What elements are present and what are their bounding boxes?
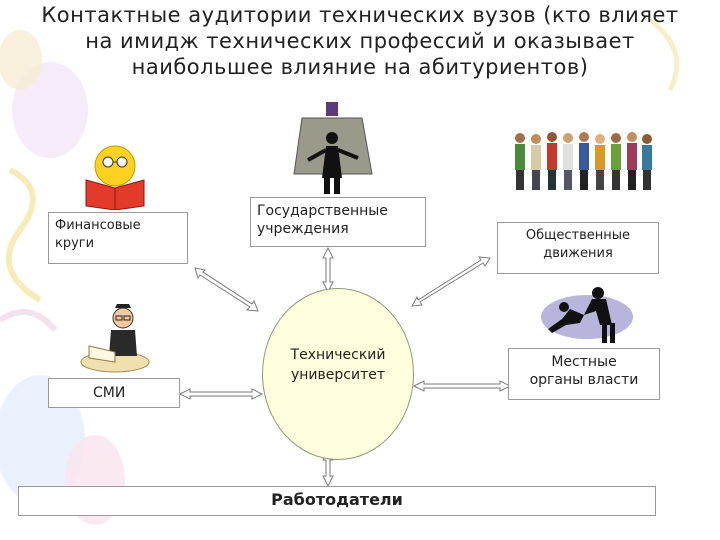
page-title: Контактные аудитории технических вузов (… bbox=[41, 3, 679, 79]
node-government: Государственные учреждения bbox=[250, 197, 426, 247]
reader-with-book-icon bbox=[80, 304, 150, 373]
node-finance: Финансовые круги bbox=[48, 212, 188, 264]
speaker-podium-icon bbox=[293, 102, 373, 194]
reading-smiley-icon bbox=[85, 145, 145, 210]
node-local: Местные органы власти bbox=[508, 348, 660, 400]
node-media: СМИ bbox=[48, 378, 180, 408]
node-public: Общественные движения bbox=[497, 222, 659, 274]
node-employers: Работодатели bbox=[18, 486, 656, 516]
center-node-university: Технический университет bbox=[262, 288, 414, 460]
people-group-icon bbox=[515, 132, 652, 190]
negotiation-icon bbox=[541, 287, 633, 343]
